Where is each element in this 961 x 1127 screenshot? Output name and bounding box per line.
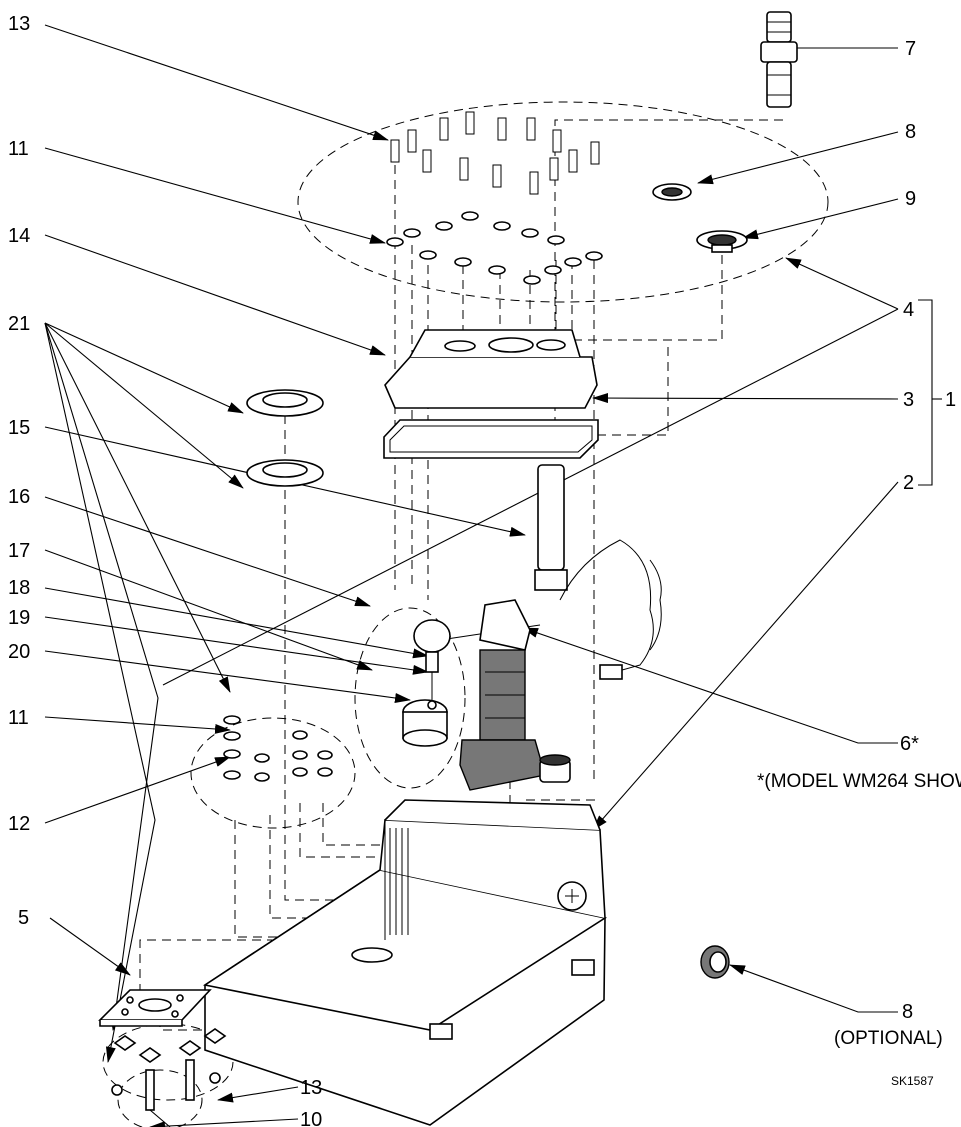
callout-5: 5 bbox=[18, 907, 29, 929]
part-15-discharge-pipe bbox=[534, 464, 568, 591]
callout-12: 12 bbox=[8, 813, 30, 835]
callout-10: 10 bbox=[300, 1109, 322, 1127]
callout-3: 3 bbox=[903, 389, 914, 411]
hardware-group-outline-left bbox=[190, 717, 356, 829]
leader-lines bbox=[44, 24, 942, 1127]
callout-15: 15 bbox=[8, 417, 30, 439]
part-10-bolts-group bbox=[111, 1028, 227, 1111]
drawing-id: SK1587 bbox=[891, 1074, 934, 1088]
callout-labels: 13 11 14 21 15 16 17 18 19 20 11 12 5 13… bbox=[8, 13, 956, 1127]
bottom-bolts-group-outline-b bbox=[117, 1069, 203, 1127]
part-14-gasket bbox=[383, 419, 599, 459]
part-2-basin bbox=[202, 799, 608, 1126]
callout-7: 7 bbox=[905, 38, 916, 60]
float-switch-group-outline bbox=[354, 607, 466, 789]
float-switch-assembly bbox=[402, 619, 451, 747]
callout-20: 20 bbox=[8, 641, 30, 663]
power-cord bbox=[439, 539, 662, 680]
mid-hardware-group bbox=[223, 715, 333, 782]
callout-8-top: 8 bbox=[905, 121, 916, 143]
callout-9: 9 bbox=[905, 188, 916, 210]
part-21-ring-lower bbox=[246, 459, 324, 487]
callout-13-bottom: 13 bbox=[300, 1077, 322, 1099]
screws-top-group bbox=[386, 111, 603, 285]
callout-8-bottom: 8 bbox=[902, 1001, 913, 1023]
callout-4: 4 bbox=[903, 299, 914, 321]
callout-11-top: 11 bbox=[8, 138, 29, 160]
callout-14: 14 bbox=[8, 225, 30, 247]
callout-1: 1 bbox=[945, 389, 956, 411]
callout-13-top: 13 bbox=[8, 13, 30, 35]
part-8-grommet-optional bbox=[700, 945, 730, 979]
part-9-grommet bbox=[696, 230, 748, 253]
part-21-ring-upper bbox=[246, 389, 324, 417]
optional-note: (OPTIONAL) bbox=[834, 1028, 943, 1049]
callout-19: 19 bbox=[8, 607, 30, 629]
part-7-check-valve bbox=[760, 11, 798, 108]
part-5-mounting-plate bbox=[98, 989, 212, 1027]
callout-16: 16 bbox=[8, 486, 30, 508]
callout-18: 18 bbox=[8, 577, 30, 599]
part-8-grommet-top bbox=[652, 183, 692, 201]
part-6-pump bbox=[459, 599, 571, 791]
callout-2: 2 bbox=[903, 472, 914, 494]
callout-11-mid: 11 bbox=[8, 707, 29, 729]
model-shown-note: *(MODEL WM264 SHOWN) bbox=[757, 771, 961, 792]
callout-6: 6* bbox=[900, 733, 919, 755]
top-hardware-group-outline bbox=[297, 101, 829, 303]
part-3-cover bbox=[384, 329, 598, 409]
callout-21: 21 bbox=[8, 313, 30, 335]
callout-17: 17 bbox=[8, 540, 30, 562]
